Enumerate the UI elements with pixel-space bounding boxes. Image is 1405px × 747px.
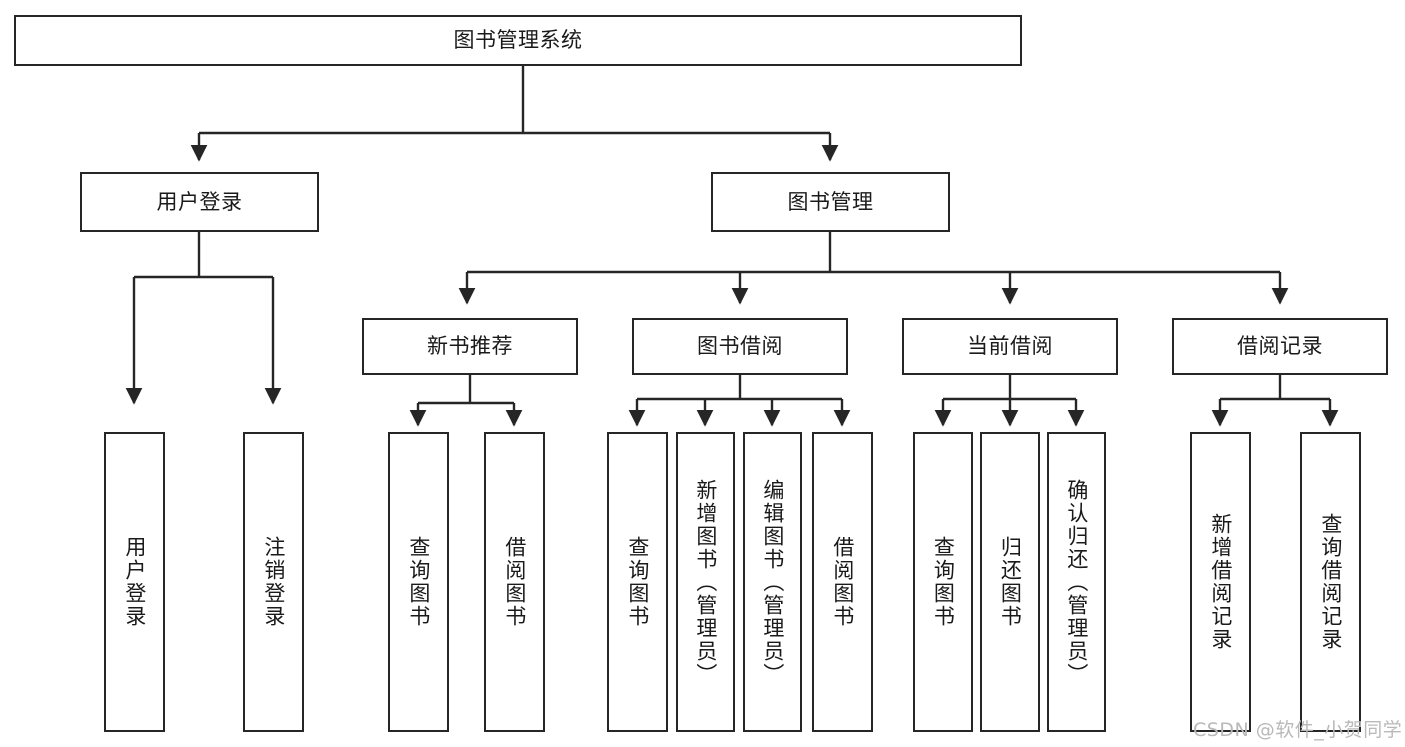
node-label: 用户登录: [156, 189, 243, 214]
node-label: 查询图书: [931, 536, 956, 628]
node-label: 编辑图书（管理员）: [760, 478, 785, 686]
node-current-borrow[interactable]: 当前借阅: [902, 318, 1118, 375]
node-new-book-recommend[interactable]: 新书推荐: [362, 318, 578, 375]
node-label: 查询图书: [625, 536, 650, 628]
node-label: 新书推荐: [427, 334, 513, 359]
node-leaf-add-book[interactable]: 新增图书（管理员）: [676, 432, 735, 732]
node-leaf-edit-book[interactable]: 编辑图书（管理员）: [743, 432, 802, 732]
node-leaf-query-book-3[interactable]: 查询图书: [913, 432, 973, 732]
node-label: 查询图书: [406, 536, 431, 628]
node-label: 用户登录: [122, 536, 147, 628]
node-book-borrow[interactable]: 图书借阅: [632, 318, 848, 375]
node-label: 新增借阅记录: [1208, 513, 1233, 651]
node-label: 确认归还（管理员）: [1064, 478, 1089, 686]
node-leaf-confirm-return[interactable]: 确认归还（管理员）: [1047, 432, 1106, 732]
node-leaf-query-record[interactable]: 查询借阅记录: [1300, 432, 1361, 732]
node-label: 图书管理系统: [453, 28, 583, 53]
node-leaf-return-book[interactable]: 归还图书: [980, 432, 1040, 732]
node-label: 借阅图书: [830, 536, 855, 628]
node-label: 图书借阅: [697, 334, 783, 359]
node-book-management[interactable]: 图书管理: [711, 172, 950, 232]
node-leaf-user-login[interactable]: 用户登录: [104, 432, 165, 732]
node-leaf-logout-login[interactable]: 注销登录: [243, 432, 304, 732]
node-label: 借阅记录: [1237, 334, 1323, 359]
node-user-login[interactable]: 用户登录: [80, 172, 319, 232]
node-leaf-add-record[interactable]: 新增借阅记录: [1190, 432, 1251, 732]
node-label: 当前借阅: [967, 334, 1053, 359]
node-leaf-query-book-2[interactable]: 查询图书: [607, 432, 668, 732]
node-label: 归还图书: [998, 536, 1023, 628]
node-label: 新增图书（管理员）: [693, 478, 718, 686]
node-label: 注销登录: [261, 536, 286, 628]
node-label: 图书管理: [787, 189, 874, 214]
node-leaf-borrow-book-1[interactable]: 借阅图书: [484, 432, 545, 732]
node-label: 查询借阅记录: [1318, 513, 1343, 651]
node-label: 借阅图书: [502, 536, 527, 628]
csdn-watermark: CSDN @软件_小贺同学: [1193, 719, 1403, 741]
node-leaf-borrow-book-2[interactable]: 借阅图书: [812, 432, 873, 732]
node-book-management-system[interactable]: 图书管理系统: [14, 15, 1022, 66]
node-leaf-query-book-1[interactable]: 查询图书: [388, 432, 449, 732]
node-borrow-record[interactable]: 借阅记录: [1172, 318, 1388, 375]
